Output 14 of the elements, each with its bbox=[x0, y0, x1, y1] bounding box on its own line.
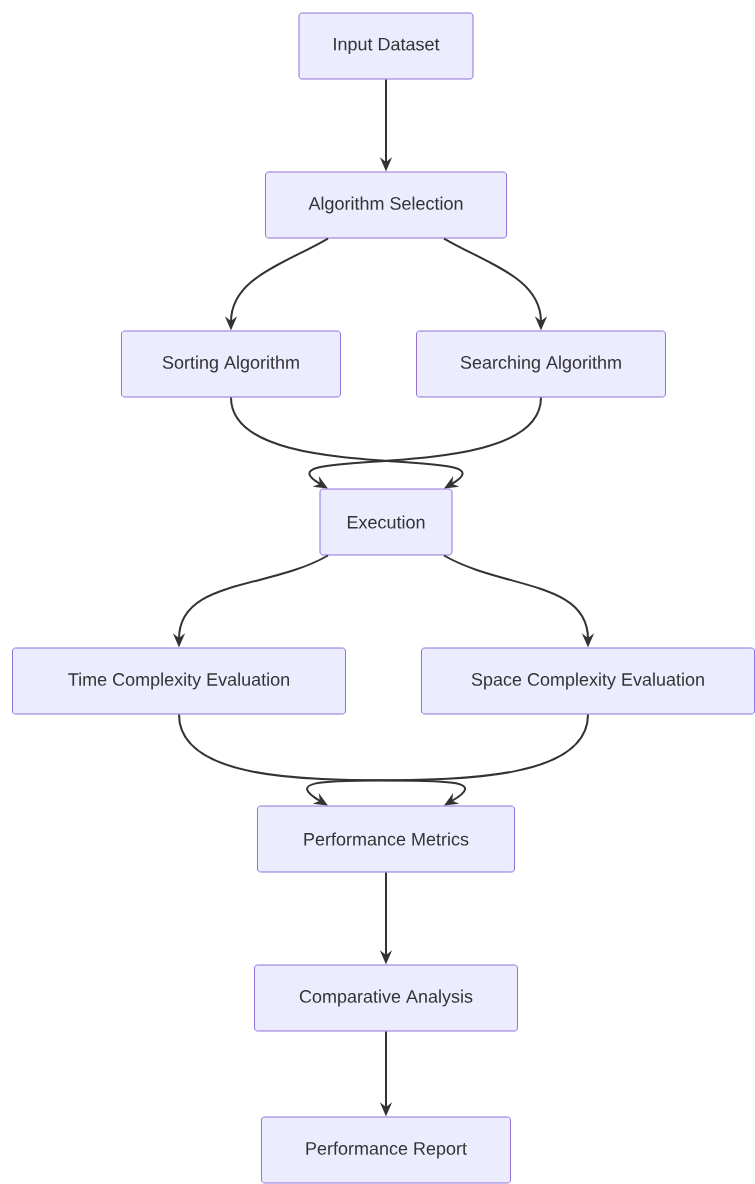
process-box: Sorting Algorithm bbox=[121, 330, 341, 398]
process-box: Space Complexity Evaluation bbox=[421, 647, 755, 715]
process-box: Input Dataset bbox=[298, 12, 474, 80]
arrow bbox=[308, 396, 542, 489]
process-box: Performance Metrics bbox=[257, 805, 515, 873]
process-box: Performance Report bbox=[261, 1116, 511, 1184]
arrow bbox=[178, 713, 466, 806]
arrow bbox=[306, 713, 589, 806]
process-box: Time Complexity Evaluation bbox=[12, 647, 346, 715]
arrow bbox=[230, 396, 464, 489]
process-box: Searching Algorithm bbox=[416, 330, 666, 398]
process-box: Algorithm Selection bbox=[265, 171, 507, 239]
process-box: Execution bbox=[319, 488, 453, 556]
process-box: Comparative Analysis bbox=[254, 964, 518, 1032]
